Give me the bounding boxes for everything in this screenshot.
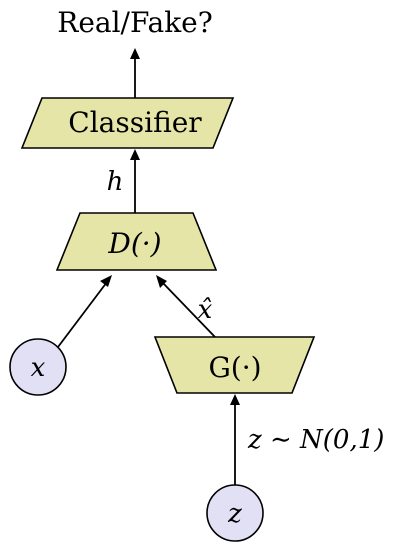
arrow-classifier-to-output — [130, 48, 140, 98]
classifier-block: Classifier — [20, 97, 235, 149]
z-node: z — [206, 484, 264, 542]
x-hat-label: x̂ — [198, 295, 213, 325]
discriminator-label: D(·) — [107, 227, 161, 260]
arrow-g-to-d — [156, 275, 216, 338]
arrow-x-to-d — [57, 275, 112, 348]
output-label: Real/Fake? — [57, 6, 213, 39]
x-node: x — [9, 338, 67, 396]
noise-label: z ∼ N(0,1) — [247, 425, 384, 455]
arrow-d-to-classifier — [130, 149, 140, 213]
discriminator-block: D(·) — [55, 212, 218, 271]
generator-block: G(·) — [153, 336, 316, 394]
z-node-label: z — [227, 499, 242, 529]
classifier-label: Classifier — [68, 106, 202, 139]
arrow-z-to-g — [230, 394, 240, 485]
h-label: h — [107, 167, 124, 197]
x-node-label: x — [31, 353, 46, 383]
generator-label: G(·) — [208, 351, 261, 384]
